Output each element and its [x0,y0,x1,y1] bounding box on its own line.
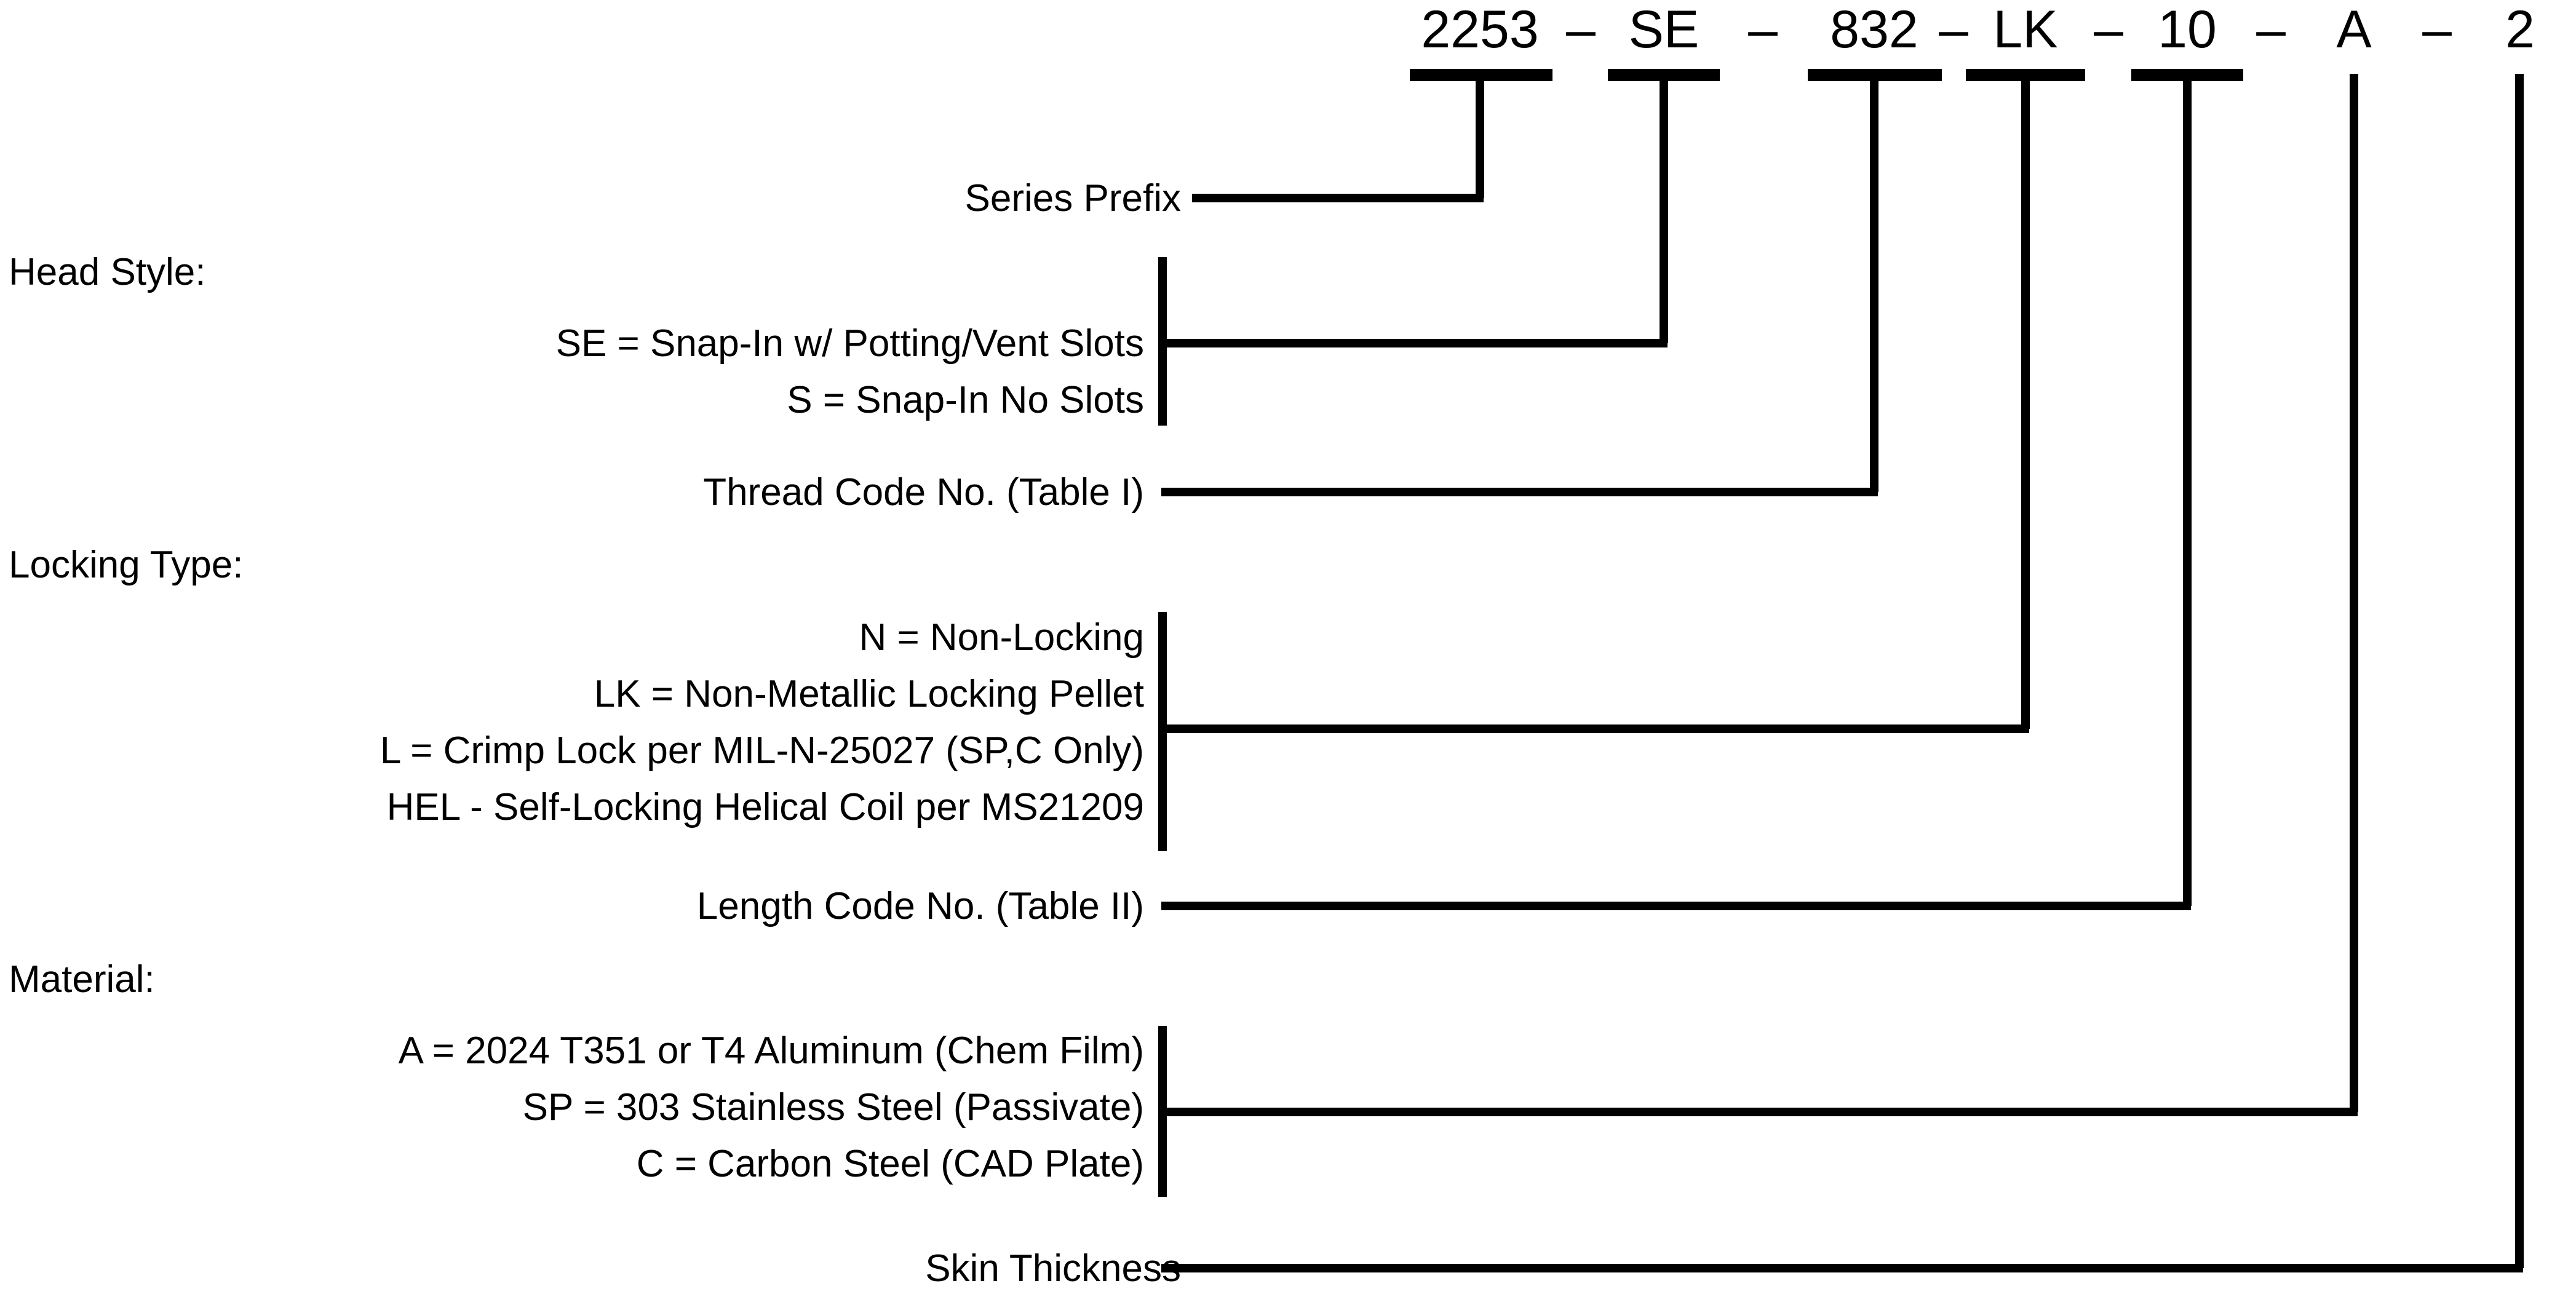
leader-length-code [1161,75,2192,910]
callout-label-skin-thickness: Skin Thickness [925,1247,1181,1290]
callout-heading-head-style: Head Style: [9,251,206,293]
pn-segment-material: A [2336,0,2372,59]
callout-option-head-style-0: SE = Snap-In w/ Potting/Vent Slots [555,322,1144,365]
pn-dash-6: – [2422,0,2452,59]
callout-option-head-style-1: S = Snap-In No Slots [787,379,1144,421]
callout-option-locking-type-3: HEL - Self-Locking Helical Coil per MS21… [386,786,1144,828]
pn-segment-thread-code: 832 [1830,0,1918,59]
leader-head-style [1158,75,1668,426]
callout-option-material-2: C = Carbon Steel (CAD Plate) [636,1143,1144,1185]
pn-segment-skin-thickness: 2 [2505,0,2535,59]
leader-thread-code [1161,75,1878,496]
callout-option-locking-type-2: L = Crimp Lock per MIL-N-25027 (SP,C Onl… [380,729,1144,772]
pn-dash-3: – [1939,0,1968,59]
callout-heading-locking-type: Locking Type: [9,544,244,586]
leader-skin-thickness [1161,74,2524,1272]
pn-dash-4: – [2094,0,2123,59]
callout-option-material-1: SP = 303 Stainless Steel (Passivate) [522,1086,1144,1129]
pn-segment-locking-type: LK [1993,0,2058,59]
callout-label-length-code: Length Code No. (Table II) [696,885,1144,927]
leader-locking-type [1158,75,2030,851]
pn-segment-length-code: 10 [2158,0,2217,59]
pn-dash-5: – [2256,0,2286,59]
pn-dash-1: – [1566,0,1596,59]
pn-dash-2: – [1748,0,1778,59]
leader-material [1158,74,2358,1197]
callout-option-locking-type-1: LK = Non-Metallic Locking Pellet [594,673,1144,715]
leader-series-prefix [1192,75,1484,202]
callout-label-series-prefix: Series Prefix [964,177,1181,220]
part-number-row: 2253 – SE – 832 – LK – 10 – A – 2 [0,0,2576,68]
callout-heading-material: Material: [9,958,155,1001]
pn-segment-series-prefix: 2253 [1421,0,1539,59]
callout-label-thread-code: Thread Code No. (Table I) [703,471,1144,514]
pn-segment-head-style: SE [1628,0,1699,59]
callout-option-material-0: A = 2024 T351 or T4 Aluminum (Chem Film) [398,1030,1144,1072]
callout-option-locking-type-0: N = Non-Locking [859,616,1144,659]
